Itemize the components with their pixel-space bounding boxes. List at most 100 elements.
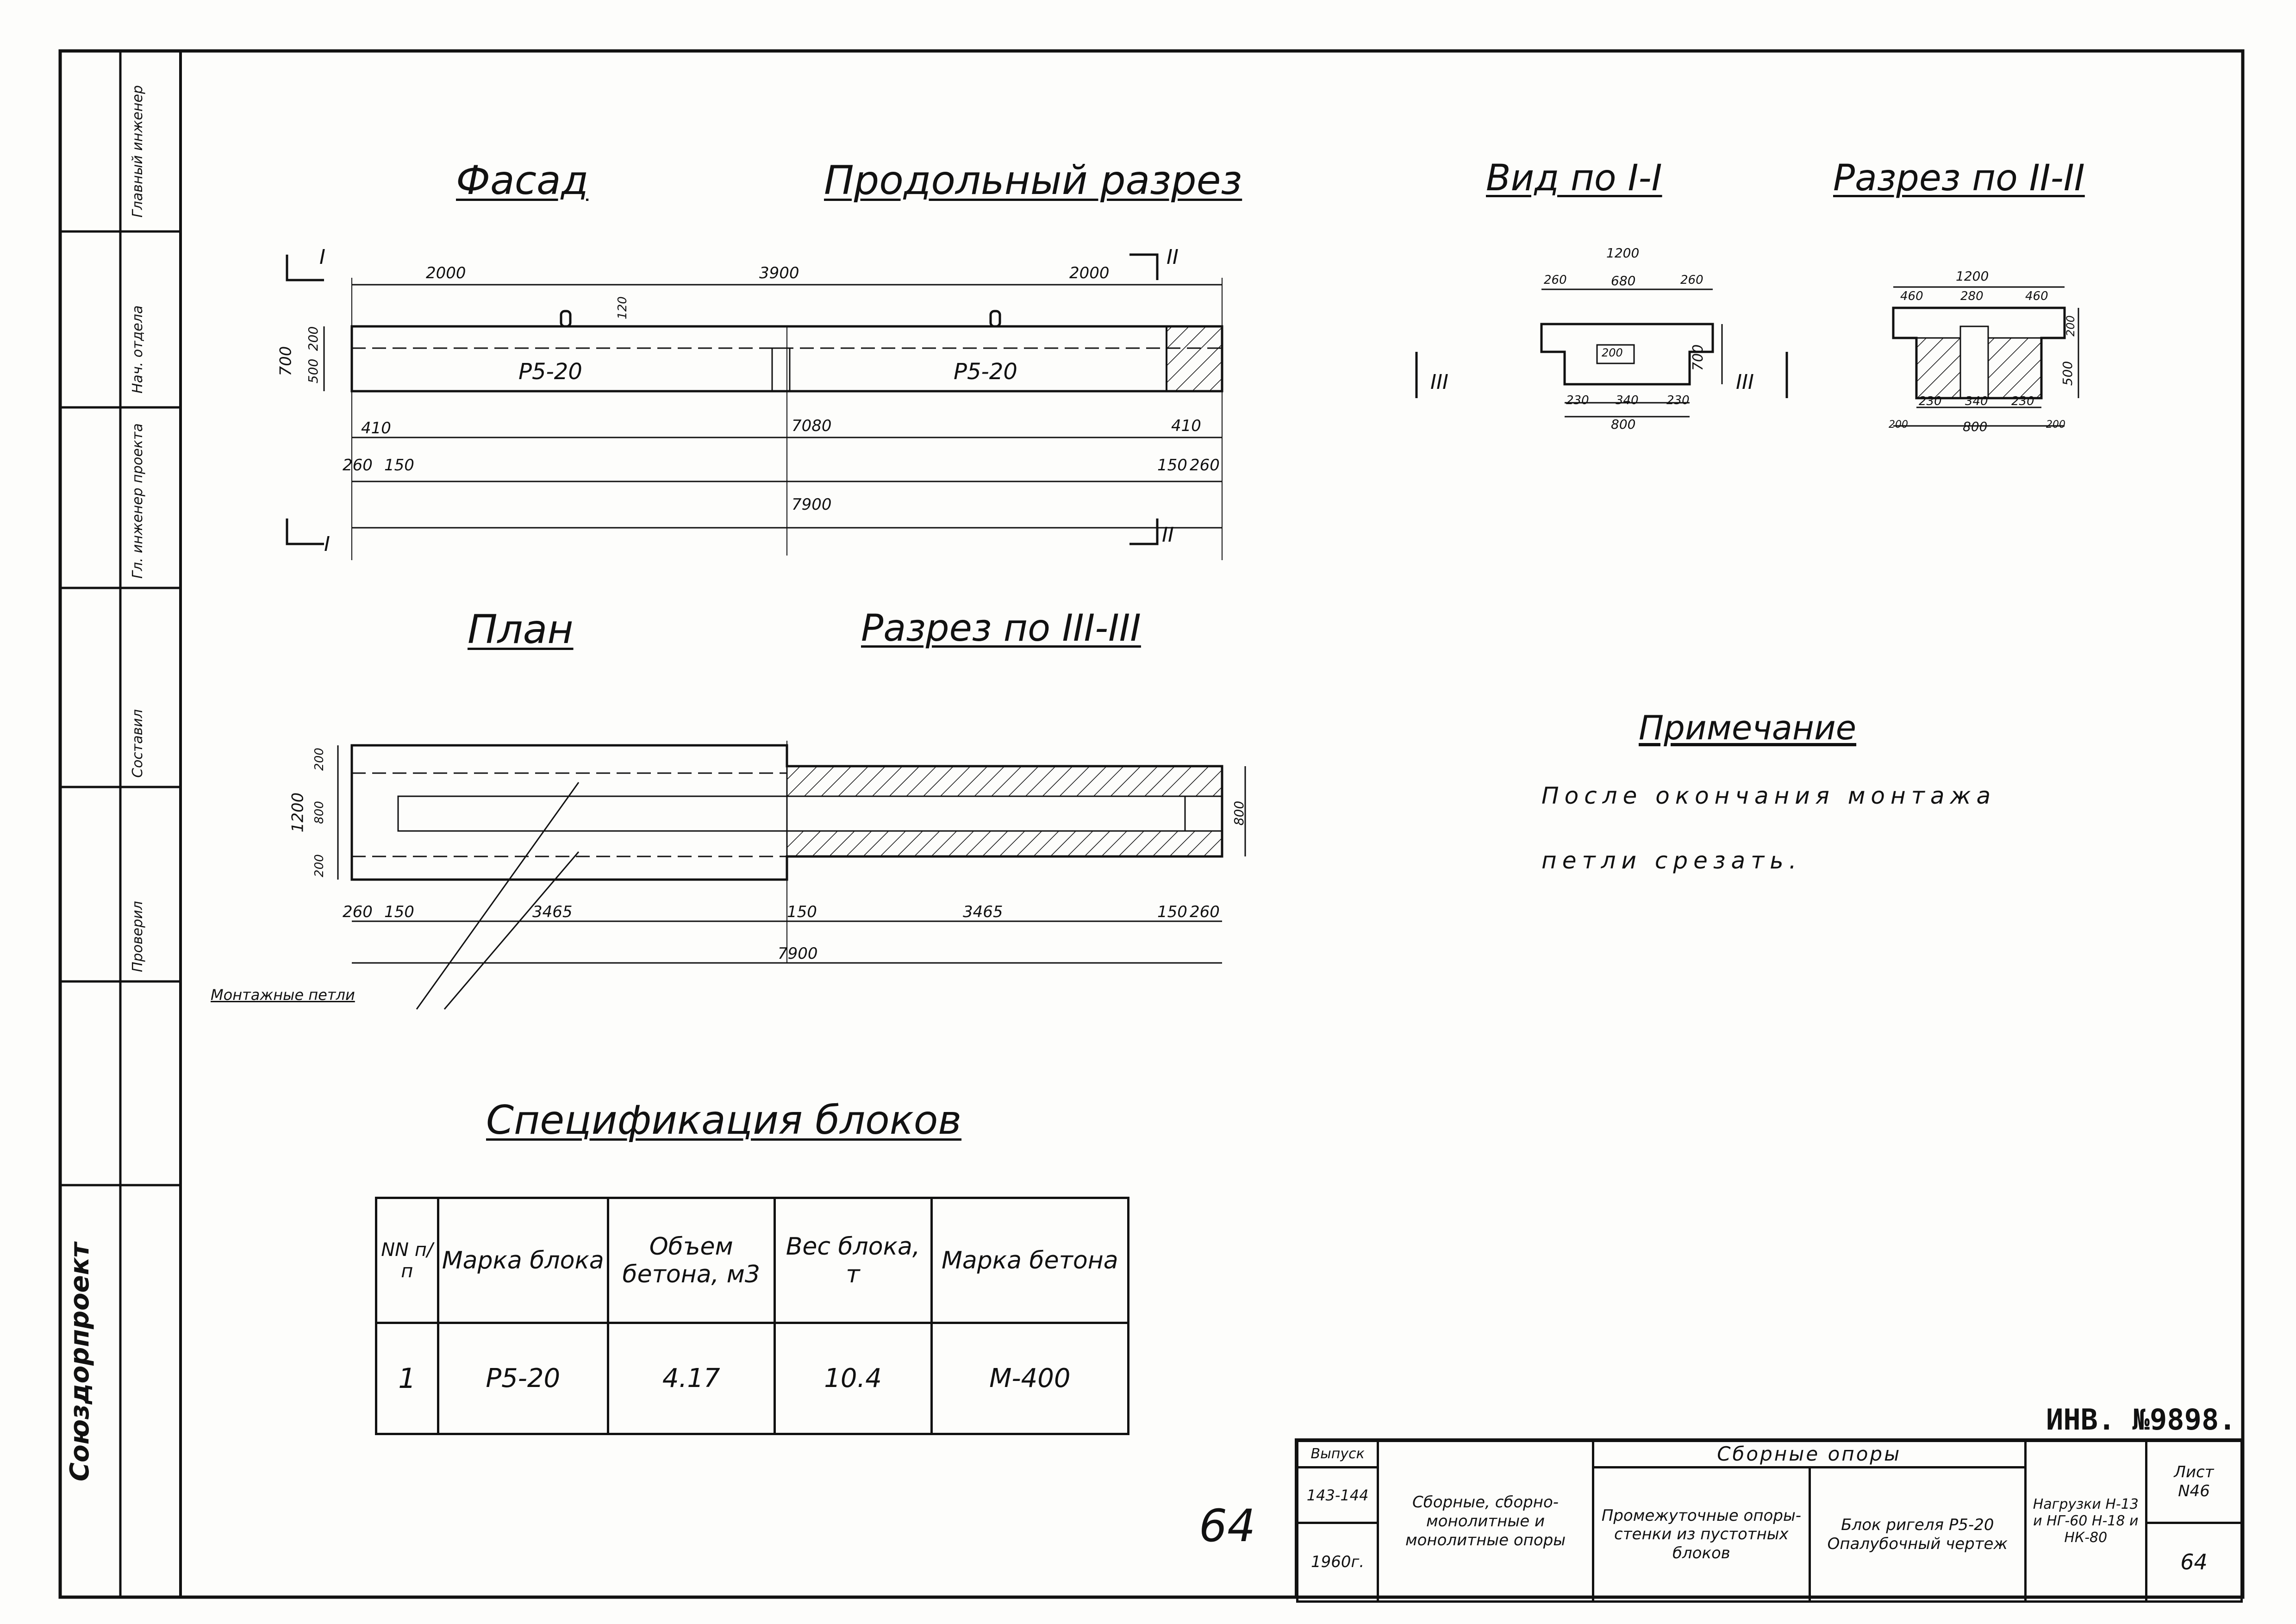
v1-dim-260a: 260 — [1544, 273, 1567, 287]
note-line-1: После окончания монтажа — [1541, 782, 1997, 809]
dim-2000-right: 2000 — [1069, 264, 1110, 282]
cut-mark-ii-bottom: II — [1162, 523, 1174, 547]
v1-dim-340: 340 — [1616, 394, 1639, 407]
title-view-1: Вид по I-I — [1486, 157, 1662, 199]
dim-410-left: 410 — [361, 419, 391, 437]
spec-header-mark: Марка блока — [437, 1197, 609, 1324]
stamp-issue: 143-144 — [1296, 1466, 1379, 1524]
block-label-b: Р5-20 — [954, 359, 1017, 385]
s2-dim-280: 280 — [1960, 289, 1984, 303]
stamp-page: 64 — [2145, 1522, 2243, 1603]
v1-dim-260b: 260 — [1680, 273, 1703, 287]
plan-dim-7900: 7900 — [778, 944, 818, 963]
stamp-year: 1960г. — [1296, 1522, 1379, 1603]
spec-header-weight: Вес блока, т — [773, 1197, 933, 1324]
dim-200: 200 — [306, 326, 321, 351]
spec-header-row: NN п/п Марка блока Объем бетона, м3 Вес … — [375, 1197, 1130, 1324]
v1-dim-800: 800 — [1611, 417, 1636, 432]
s2-dim-460a: 460 — [1900, 289, 1923, 303]
spec-cell-nn: 1 — [375, 1322, 439, 1435]
dim-700: 700 — [276, 346, 295, 376]
stamp-header: Сборные опоры — [1591, 1439, 2027, 1469]
spec-data-row: 1 Р5-20 4.17 10.4 М-400 — [375, 1322, 1130, 1435]
block-label-a: Р5-20 — [518, 359, 582, 385]
stamp-series: Сборные, сборно-монолитные и монолитные … — [1377, 1439, 1594, 1603]
dim-150-left: 150 — [384, 456, 414, 475]
cut-mark-ii-top: II — [1167, 245, 1179, 269]
s2-dim-230b: 230 — [2011, 394, 2034, 408]
s2-dim-230a: 230 — [1919, 394, 1942, 408]
sidebar-role-1: Главный инженер — [130, 85, 146, 218]
v1-dim-200: 200 — [1602, 346, 1623, 359]
spec-header-volume: Объем бетона, м3 — [606, 1197, 776, 1324]
spec-header-grade: Марка бетона — [930, 1197, 1130, 1324]
spec-cell-grade: М-400 — [930, 1322, 1130, 1435]
dim-2000-left: 2000 — [426, 264, 466, 282]
title-plan: План — [468, 606, 574, 653]
s2-dim-800: 800 — [1963, 419, 1988, 434]
plan-dim-200b: 200 — [312, 854, 326, 877]
v1-dim-680: 680 — [1611, 273, 1636, 288]
page-number-handwritten: 64 — [1199, 1500, 1256, 1552]
lifting-loops-label: Монтажные петли — [211, 986, 355, 1004]
s2-dim-1200: 1200 — [1956, 269, 1989, 284]
plan-dim-260a: 260 — [343, 903, 373, 921]
s2-dim-500: 500 — [2060, 361, 2076, 386]
dim-150-right: 150 — [1157, 456, 1187, 475]
plan-dim-3465b: 3465 — [963, 903, 1003, 921]
plan-dim-150b: 150 — [787, 903, 817, 921]
s2-dim-200: 200 — [2064, 315, 2077, 337]
dim-410-right: 410 — [1171, 417, 1201, 435]
s2-dim-340: 340 — [1965, 394, 1988, 408]
plan-dim-1200: 1200 — [288, 792, 307, 833]
note-line-2: петли срезать. — [1541, 847, 1802, 874]
stamp-loads: Нагрузки Н-13 и НГ-60 Н-18 и НК-80 — [2024, 1439, 2147, 1603]
plan-dim-3465a: 3465 — [532, 903, 573, 921]
title-section-2: Разрез по II-II — [1833, 157, 2085, 199]
spec-cell-volume: 4.17 — [606, 1322, 776, 1435]
stamp-type: Промежуточные опоры-стенки из пустотных … — [1591, 1466, 1811, 1603]
stamp-sheet: Лист N46 — [2145, 1439, 2243, 1524]
plan-dim-150a: 150 — [384, 903, 414, 921]
spec-cell-weight: 10.4 — [773, 1322, 933, 1435]
cut-mark-iii-left: III — [1430, 370, 1448, 394]
stamp-sheet-number: N46 — [2178, 1482, 2210, 1501]
note-title: Примечание — [1639, 708, 1857, 747]
plan-dim-150c: 150 — [1157, 903, 1187, 921]
stamp-doc: Блок ригеля Р5-20 Опалубочный чертеж — [1809, 1466, 2027, 1603]
sidebar-role-5: Проверил — [130, 901, 146, 972]
title-facade: Фасад — [456, 157, 589, 204]
s2-dim-460b: 460 — [2025, 289, 2048, 303]
dim-3900: 3900 — [759, 264, 799, 282]
v1-dim-700: 700 — [1690, 344, 1707, 371]
title-long-section: Продольный разрез — [824, 157, 1242, 204]
inventory-number: ИНВ. №9898. — [2046, 1403, 2236, 1437]
spec-cell-mark: Р5-20 — [437, 1322, 609, 1435]
spec-header-nn: NN п/п — [375, 1197, 439, 1324]
v1-dim-230a: 230 — [1566, 394, 1589, 407]
sidebar-role-3: Гл. инженер проекта — [130, 423, 146, 579]
v1-dim-1200: 1200 — [1606, 245, 1640, 261]
s2-dim-200a: 200 — [1889, 419, 1908, 431]
plan-dim-260b: 260 — [1190, 903, 1220, 921]
plan-dim-200a: 200 — [312, 748, 326, 771]
dim-500: 500 — [306, 358, 321, 384]
v1-dim-230b: 230 — [1666, 394, 1690, 407]
plan-dim-800-right: 800 — [1231, 800, 1247, 826]
cut-mark-i-bottom: I — [324, 532, 330, 556]
stamp-issue-label: Выпуск — [1296, 1439, 1379, 1469]
sidebar-role-2: Нач. отдела — [130, 305, 146, 394]
plan-dim-800: 800 — [312, 801, 326, 824]
cut-mark-i-top: I — [319, 245, 325, 269]
sidebar-role-4: Составил — [130, 709, 146, 778]
title-block: Выпуск Сборные, сборно-монолитные и моно… — [1296, 1439, 2243, 1603]
stamp-sheet-label: Лист — [2174, 1463, 2214, 1482]
dim-7900-facade: 7900 — [792, 495, 832, 514]
dim-260-right: 260 — [1190, 456, 1220, 475]
dim-260-left: 260 — [343, 456, 373, 475]
cut-mark-iii-right: III — [1736, 370, 1754, 394]
spec-table: NN п/п Марка блока Объем бетона, м3 Вес … — [375, 1197, 1130, 1435]
dim-120: 120 — [615, 296, 630, 319]
dim-7080: 7080 — [792, 417, 832, 435]
